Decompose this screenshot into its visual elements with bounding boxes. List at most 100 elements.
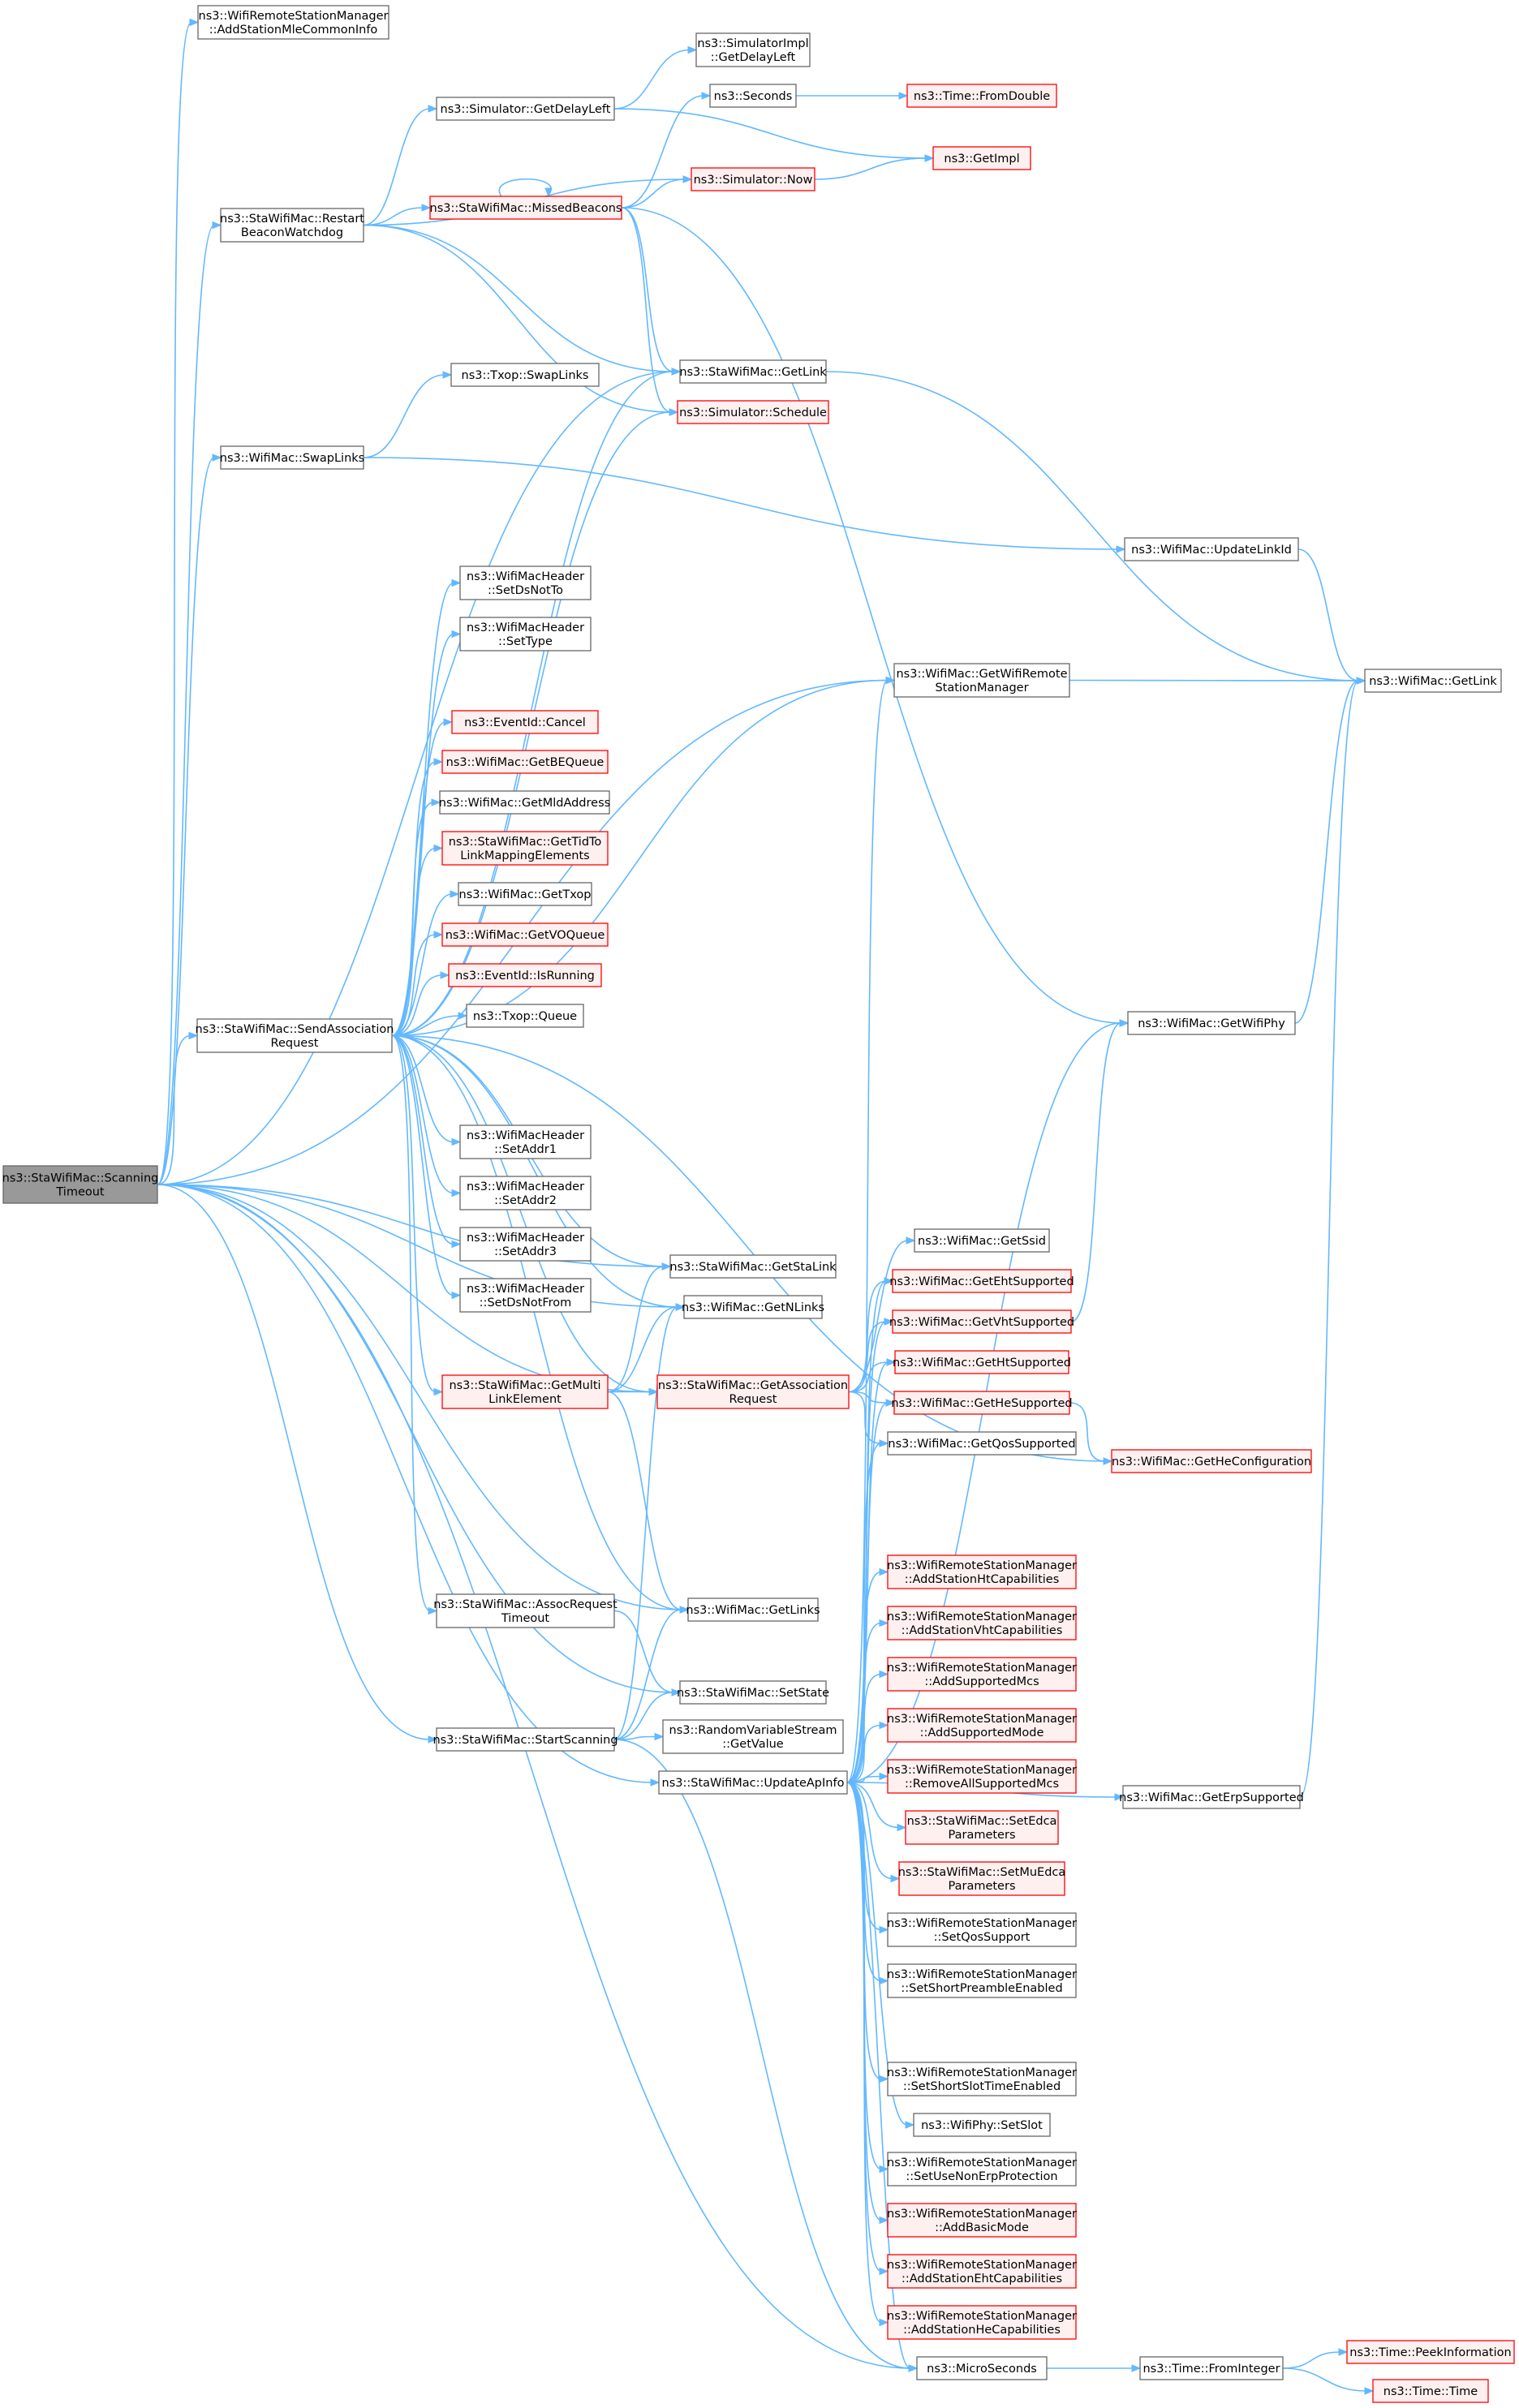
node-label: ns3::WifiPhy::SetSlot: [921, 2119, 1043, 2132]
node-getVOQueue[interactable]: ns3::WifiMac::GetVOQueue: [441, 922, 609, 947]
node-getMldAddress[interactable]: ns3::WifiMac::GetMldAddress: [439, 790, 610, 815]
node-addBasicMode[interactable]: ns3::WifiRemoteStationManager::AddBasicM…: [887, 2203, 1077, 2238]
node-addSuppMode[interactable]: ns3::WifiRemoteStationManager::AddSuppor…: [887, 1708, 1077, 1743]
edge-arrowhead: [544, 187, 553, 198]
node-simImplDelay[interactable]: ns3::SimulatorImpl::GetDelayLeft: [695, 32, 811, 67]
node-label: ns3::Time::FromInteger: [1142, 2363, 1280, 2376]
node-setState[interactable]: ns3::StaWifiMac::SetState: [677, 1680, 829, 1705]
node-setQosSupport[interactable]: ns3::WifiRemoteStationManager::SetQosSup…: [887, 1912, 1077, 1947]
node-getNLinks[interactable]: ns3::WifiMac::GetNLinks: [682, 1295, 824, 1319]
node-updateLinkId[interactable]: ns3::WifiMac::UpdateLinkId: [1124, 537, 1299, 561]
edge-arrowhead: [421, 204, 432, 212]
node-box: [905, 1810, 1059, 1845]
node-isRunning[interactable]: ns3::EventId::IsRunning: [448, 963, 602, 987]
node-getHe[interactable]: ns3::WifiMac::GetHeSupported: [891, 1391, 1073, 1415]
edge-line: [157, 457, 215, 1185]
node-setType[interactable]: ns3::WifiMacHeader::SetType: [459, 617, 592, 651]
edge-arrowhead: [1364, 2387, 1375, 2395]
node-label: ns3::WifiMac::GetHeConfiguration: [1112, 1456, 1311, 1468]
node-removeAll[interactable]: ns3::WifiRemoteStationManager::RemoveAll…: [887, 1759, 1077, 1794]
node-setShortPre[interactable]: ns3::WifiRemoteStationManager::SetShortP…: [887, 1963, 1077, 1998]
node-label: ::AddSupportedMode: [920, 1726, 1044, 1739]
node-macGetLink[interactable]: ns3::WifiMac::GetLink: [1364, 669, 1502, 693]
node-addSuppMcs[interactable]: ns3::WifiRemoteStationManager::AddSuppor…: [887, 1657, 1077, 1692]
node-getSsid[interactable]: ns3::WifiMac::GetSsid: [914, 1228, 1050, 1253]
edge-layer: [157, 18, 1375, 2395]
edge-line: [846, 1443, 882, 1783]
node-missedBeacons[interactable]: ns3::StaWifiMac::MissedBeacons: [429, 196, 622, 220]
node-timeTime[interactable]: ns3::Time::Time: [1372, 2379, 1489, 2403]
edge-line: [607, 1266, 665, 1393]
edge-line: [613, 1692, 674, 1740]
edge-arrowhead: [879, 1567, 889, 1576]
node-rvsGetValue[interactable]: ns3::RandomVariableStream::GetValue: [662, 1719, 844, 1754]
node-label: ns3::WifiRemoteStationManager: [887, 1764, 1077, 1777]
node-getImpl[interactable]: ns3::GetImpl: [932, 146, 1031, 170]
node-setDsNotTo[interactable]: ns3::WifiMacHeader::SetDsNotTo: [459, 565, 592, 600]
edge-startScanning-to-setState: [613, 1688, 682, 1740]
node-seconds[interactable]: ns3::Seconds: [709, 84, 797, 108]
node-addHtCap[interactable]: ns3::WifiRemoteStationManager::AddStatio…: [887, 1554, 1077, 1589]
edge-getMultiLink-to-getStaLink: [607, 1262, 672, 1393]
node-getWifiPhy[interactable]: ns3::WifiMac::GetWifiPhy: [1127, 1011, 1296, 1035]
node-setNonErp[interactable]: ns3::WifiRemoteStationManager::SetUseNon…: [887, 2152, 1077, 2187]
node-addStationMle[interactable]: ns3::WifiRemoteStationManager::AddStatio…: [197, 5, 389, 40]
node-txopQueue[interactable]: ns3::Txop::Queue: [466, 1004, 584, 1028]
node-setAddr2[interactable]: ns3::WifiMacHeader::SetAddr2: [459, 1176, 592, 1210]
node-box: [459, 1278, 592, 1313]
node-getDelayLeft[interactable]: ns3::Simulator::GetDelayLeft: [436, 97, 615, 121]
node-getLinks[interactable]: ns3::WifiMac::GetLinks: [686, 1597, 820, 1622]
node-getStaLink[interactable]: ns3::StaWifiMac::GetStaLink: [669, 1254, 837, 1279]
node-swapLinksMac[interactable]: ns3::WifiMac::SwapLinks: [220, 445, 364, 470]
node-label: ns3::StaWifiMac::GetMulti: [449, 1379, 600, 1392]
node-cancel[interactable]: ns3::EventId::Cancel: [451, 710, 599, 734]
node-getTxop[interactable]: ns3::WifiMac::GetTxop: [458, 882, 592, 906]
node-txopSwap[interactable]: ns3::Txop::SwapLinks: [450, 363, 600, 387]
node-box: [436, 1593, 615, 1628]
edge-arrowhead: [906, 1236, 916, 1245]
node-updateApInfo[interactable]: ns3::StaWifiMac::UpdateApInfo: [658, 1770, 848, 1795]
node-getQos[interactable]: ns3::WifiMac::GetQosSupported: [887, 1431, 1077, 1456]
node-getTidTo[interactable]: ns3::StaWifiMac::GetTidToLinkMappingElem…: [441, 831, 609, 866]
node-setShortSlot[interactable]: ns3::WifiRemoteStationManager::SetShortS…: [887, 2062, 1077, 2096]
node-getErp[interactable]: ns3::WifiMac::GetErpSupported: [1119, 1785, 1304, 1809]
node-simNow[interactable]: ns3::Simulator::Now: [691, 167, 815, 191]
node-label: ns3::EventId::Cancel: [464, 716, 586, 729]
node-addHeCap[interactable]: ns3::WifiRemoteStationManager::AddStatio…: [887, 2305, 1077, 2340]
node-setAddr3[interactable]: ns3::WifiMacHeader::SetAddr3: [459, 1227, 592, 1262]
edge-arrowhead: [701, 92, 712, 100]
node-microSeconds[interactable]: ns3::MicroSeconds: [916, 2356, 1048, 2380]
node-setDsNotFrom[interactable]: ns3::WifiMacHeader::SetDsNotFrom: [459, 1278, 592, 1313]
node-timeFromDouble[interactable]: ns3::Time::FromDouble: [906, 84, 1057, 108]
node-staGetLink[interactable]: ns3::StaWifiMac::GetLink: [679, 359, 827, 384]
node-getBEQueue[interactable]: ns3::WifiMac::GetBEQueue: [441, 750, 609, 774]
node-setAddr1[interactable]: ns3::WifiMacHeader::SetAddr1: [459, 1124, 592, 1159]
edge-arrowhead: [458, 1012, 468, 1020]
node-getHt[interactable]: ns3::WifiMac::GetHtSupported: [893, 1350, 1071, 1374]
node-phySetSlot[interactable]: ns3::WifiPhy::SetSlot: [913, 2113, 1051, 2137]
edge-line: [391, 847, 437, 1037]
node-box: [893, 663, 1070, 698]
node-addEhtCap[interactable]: ns3::WifiRemoteStationManager::AddStatio…: [887, 2254, 1077, 2289]
node-timeFromInteger[interactable]: ns3::Time::FromInteger: [1139, 2356, 1284, 2380]
node-getVht[interactable]: ns3::WifiMac::GetVhtSupported: [889, 1309, 1074, 1334]
node-getEht[interactable]: ns3::WifiMac::GetEhtSupported: [889, 1269, 1074, 1293]
node-getHeConfig[interactable]: ns3::WifiMac::GetHeConfiguration: [1111, 1449, 1312, 1473]
node-box: [677, 400, 829, 424]
node-startScanning[interactable]: ns3::StaWifiMac::StartScanning: [432, 1727, 618, 1752]
node-box: [683, 1295, 823, 1319]
edge-arrowhead: [433, 758, 444, 766]
node-schedule[interactable]: ns3::Simulator::Schedule: [677, 400, 829, 424]
edge-line: [498, 178, 552, 197]
node-getWifiRSM[interactable]: ns3::WifiMac::GetWifiRemoteStationManage…: [893, 663, 1070, 698]
node-addVhtCap[interactable]: ns3::WifiRemoteStationManager::AddStatio…: [887, 1606, 1077, 1640]
node-peekInfo[interactable]: ns3::Time::PeekInformation: [1346, 2340, 1515, 2364]
